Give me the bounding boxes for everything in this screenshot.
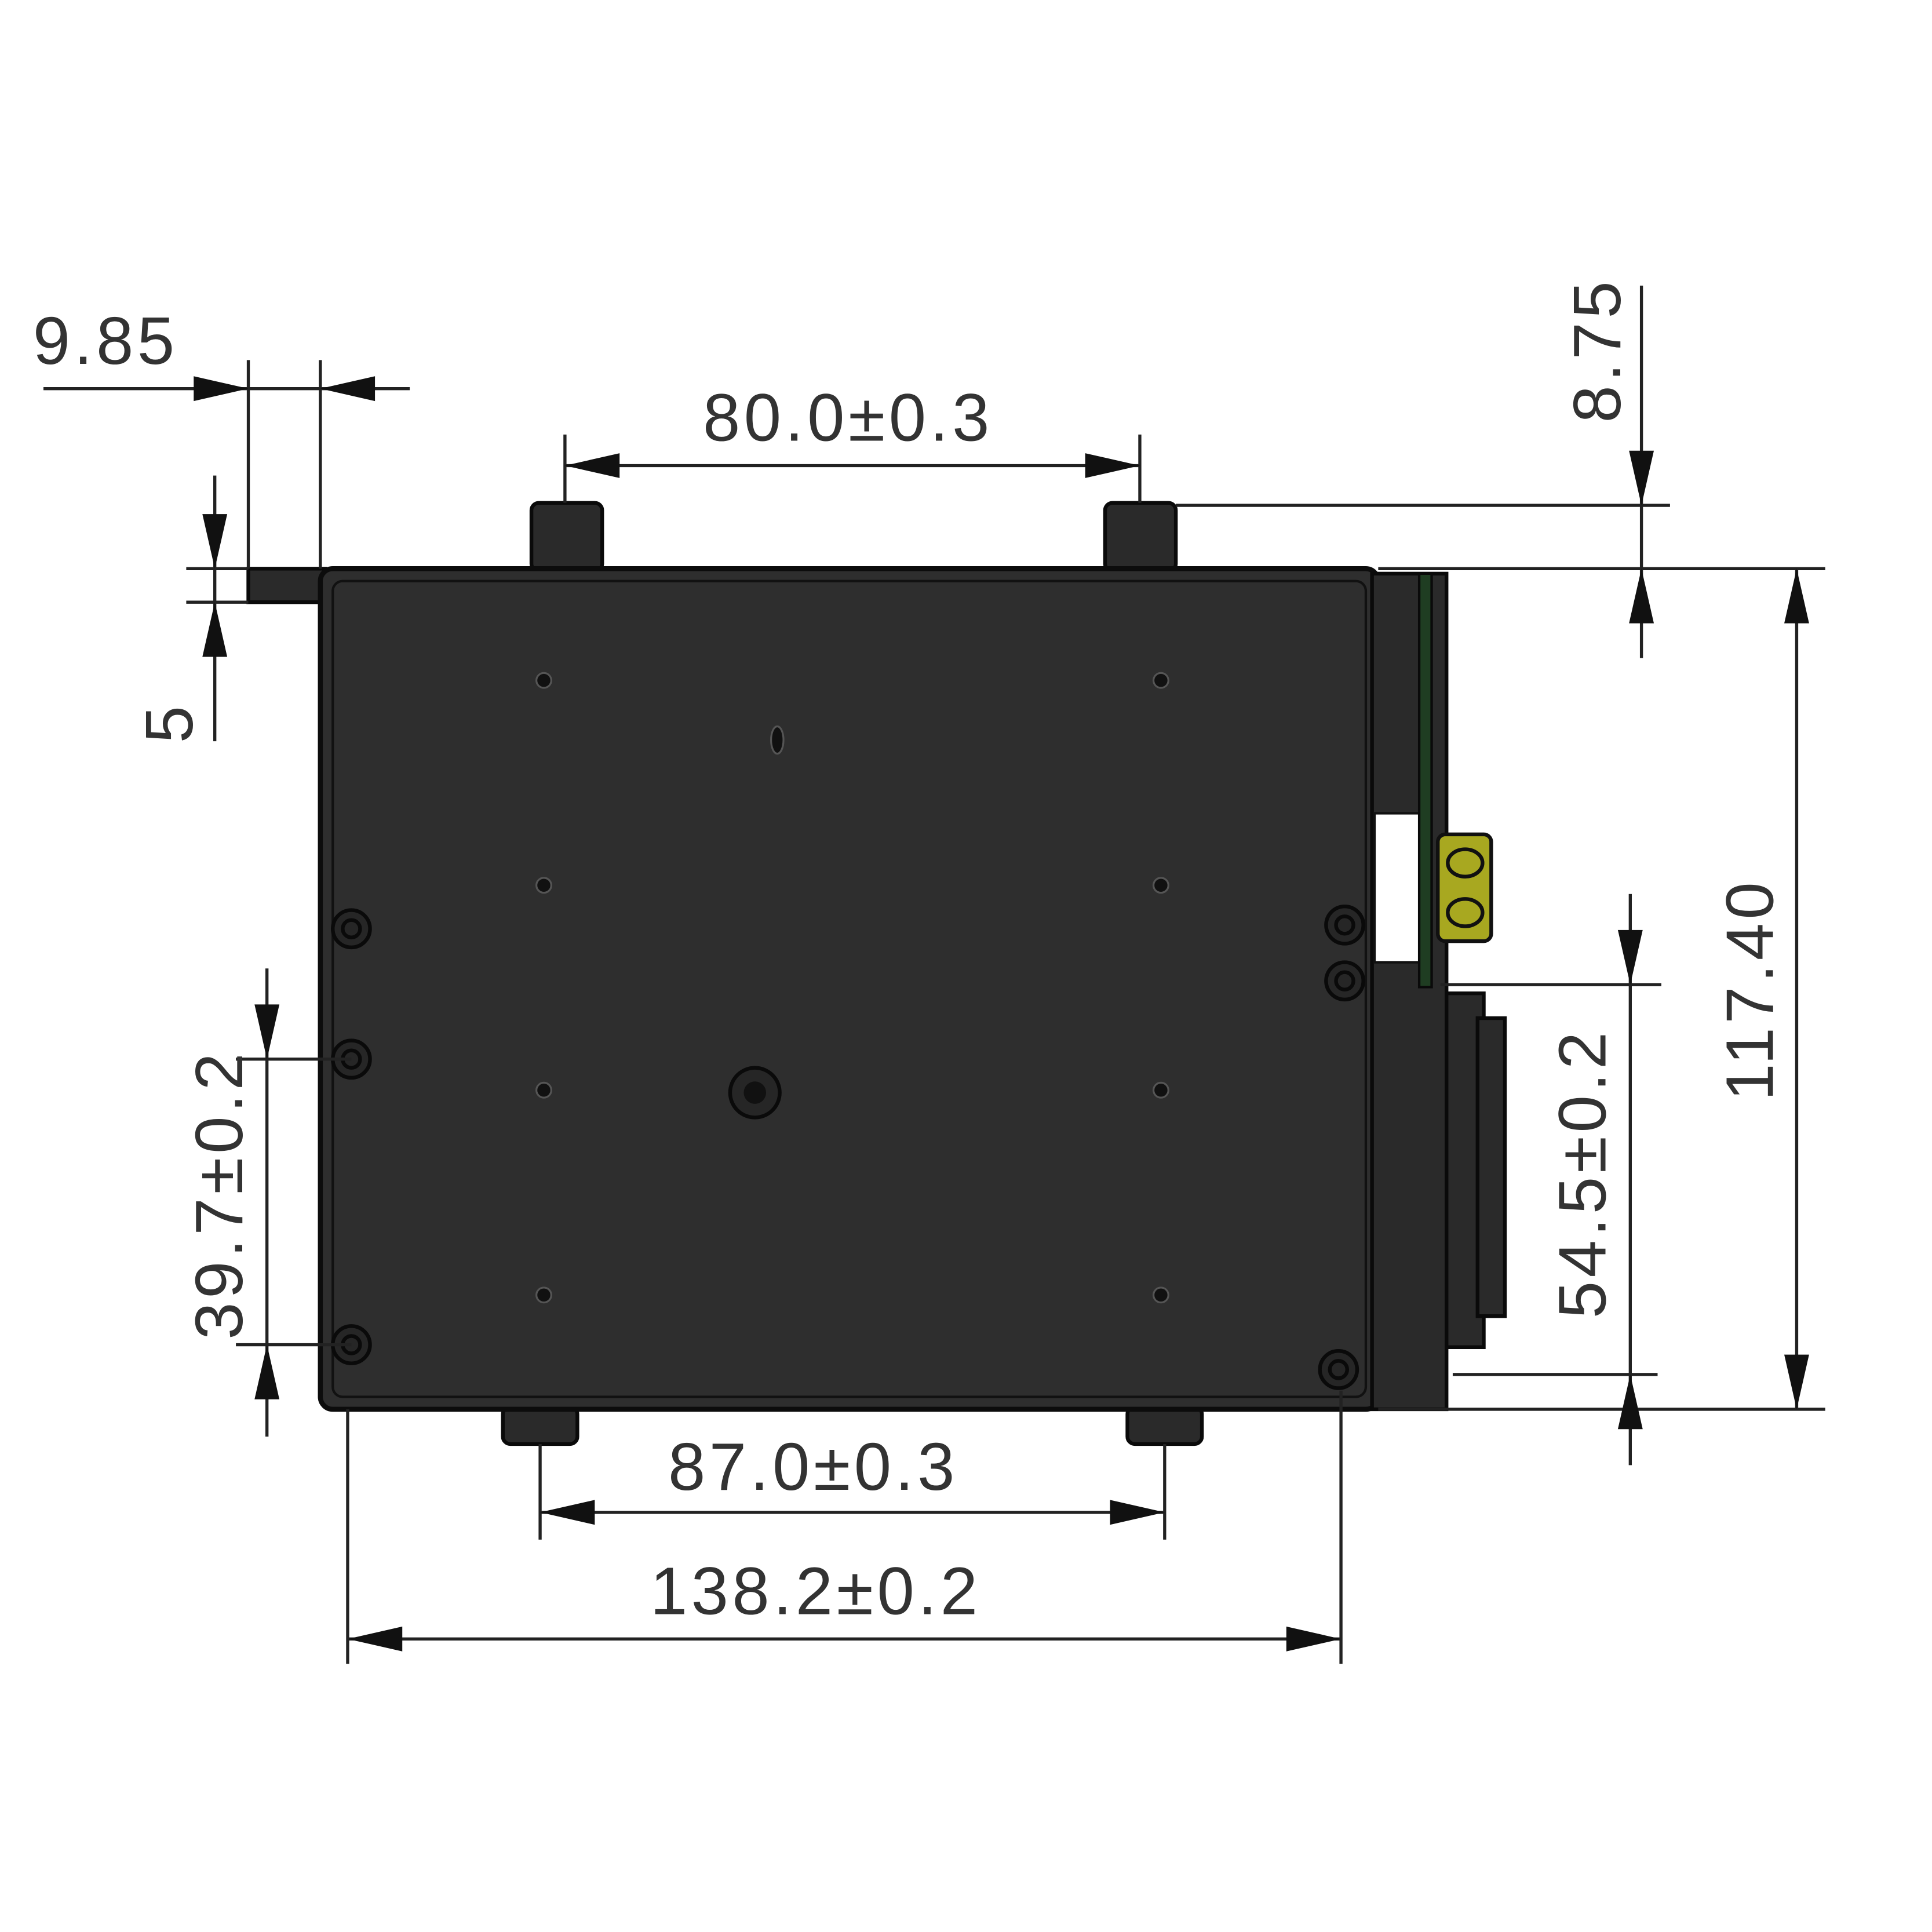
right-module bbox=[1370, 571, 1449, 1412]
dimension-arrow bbox=[202, 602, 228, 657]
bottom-boss-right bbox=[1125, 1405, 1204, 1446]
dim-left-mount-spacing: 39.7±0.2 bbox=[181, 1049, 257, 1340]
yellow-connector bbox=[1436, 832, 1493, 943]
dimension-arrow bbox=[564, 453, 620, 478]
bottom-boss-left bbox=[501, 1405, 579, 1446]
dimension-arrow bbox=[1085, 453, 1140, 478]
slot-hole bbox=[770, 725, 785, 755]
mounting-hole bbox=[535, 1081, 552, 1099]
mounting-hole bbox=[535, 672, 552, 689]
dim-overall-height: 117.40 bbox=[1712, 878, 1788, 1101]
dimension-arrow bbox=[320, 376, 376, 402]
dimension-lines bbox=[43, 285, 1825, 1664]
left-mounting-tab bbox=[246, 567, 327, 604]
screw-recess bbox=[1334, 970, 1355, 991]
housing bbox=[318, 566, 1381, 1412]
dim-tab-offset: 9.85 bbox=[33, 303, 178, 378]
mounting-hole bbox=[1152, 1286, 1169, 1304]
dimension-arrow bbox=[254, 1344, 280, 1399]
dimension-arrow bbox=[254, 1004, 280, 1059]
pcb-board bbox=[1417, 572, 1433, 989]
screw-recess bbox=[1334, 914, 1355, 936]
right-module-cutout bbox=[1373, 812, 1423, 964]
dim-overall-width: 138.2±0.2 bbox=[650, 1553, 982, 1628]
mounting-hole bbox=[1152, 1081, 1169, 1099]
center-boss-inner bbox=[743, 1081, 767, 1104]
dimension-arrow bbox=[194, 376, 249, 402]
mounting-holes bbox=[535, 672, 1169, 1304]
screws bbox=[331, 904, 1365, 1390]
dimension-arrow bbox=[1617, 929, 1643, 985]
top-boss-right bbox=[1103, 501, 1178, 573]
dim-top-boss-spacing: 80.0±0.3 bbox=[703, 380, 993, 455]
mounting-hole bbox=[535, 1286, 552, 1304]
dim-bottom-boss-spacing: 87.0±0.3 bbox=[668, 1429, 958, 1504]
dim-tab-height: 5 bbox=[132, 702, 207, 743]
dimension-arrow bbox=[1629, 568, 1654, 624]
dim-boss-height: 8.75 bbox=[1559, 278, 1635, 423]
mounting-hole bbox=[535, 877, 552, 894]
mounting-hole bbox=[1152, 877, 1169, 894]
mounting-hole bbox=[1152, 672, 1169, 689]
screw-head bbox=[1318, 1349, 1359, 1390]
dimension-arrow bbox=[202, 514, 228, 569]
lower-connector-face bbox=[1475, 1016, 1507, 1318]
top-boss-left bbox=[529, 501, 604, 573]
dimension-arrow bbox=[1784, 1354, 1809, 1409]
dim-right-block-height: 54.5±0.2 bbox=[1544, 1028, 1620, 1318]
device-body-group bbox=[246, 501, 1507, 1446]
screw-head bbox=[331, 908, 372, 950]
housing-inner-edge bbox=[331, 579, 1368, 1398]
screw-head bbox=[1324, 904, 1365, 946]
dimension-labels: 9.85 80.0±0.3 8.75 5 117.40 54.5±0.2 39.… bbox=[33, 278, 1788, 1629]
dimension-arrow bbox=[540, 1500, 595, 1525]
screw-head bbox=[1324, 960, 1365, 1002]
dimension-arrow bbox=[1110, 1500, 1165, 1525]
screw-recess bbox=[1328, 1359, 1350, 1380]
dimension-arrow bbox=[1286, 1626, 1342, 1652]
dimension-arrow bbox=[347, 1626, 403, 1652]
dimension-arrow bbox=[1784, 568, 1809, 624]
dimension-arrow bbox=[1629, 450, 1654, 506]
dimension-arrow bbox=[1617, 1374, 1643, 1430]
screw-recess bbox=[341, 918, 362, 939]
